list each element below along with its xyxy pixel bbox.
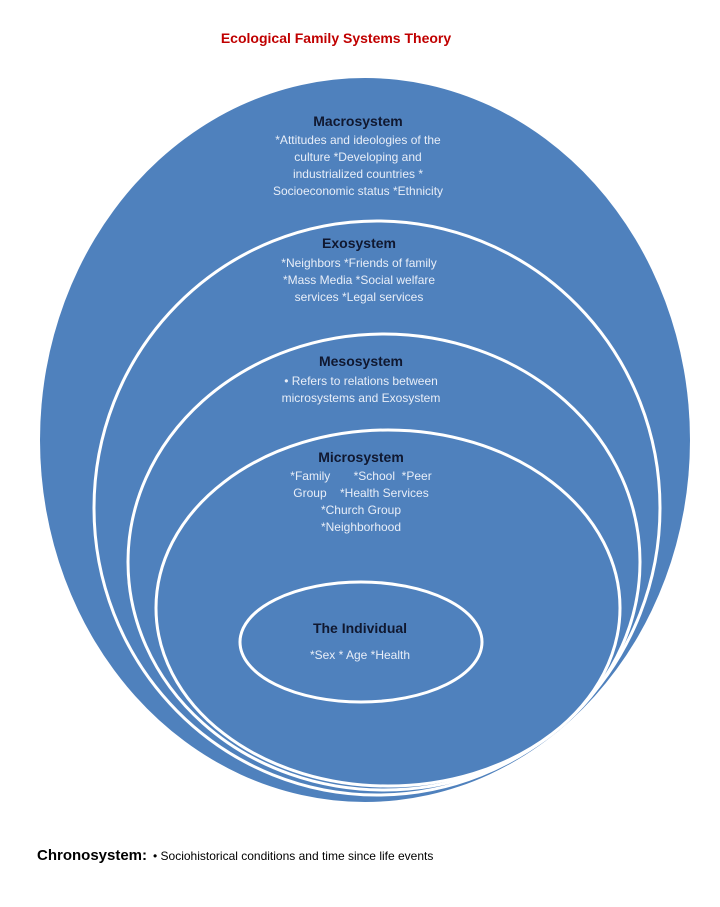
- system-text: *Church Group: [321, 503, 401, 517]
- individual-label: The Individual *Sex * Age *Health: [310, 620, 410, 662]
- system-text: Group *Health Services: [293, 486, 428, 500]
- system-text: services *Legal services: [295, 290, 424, 304]
- diagram-title: Ecological Family Systems Theory: [221, 30, 452, 46]
- system-text: *Neighbors *Friends of family: [281, 256, 436, 270]
- system-text: *Attitudes and ideologies of the: [275, 133, 441, 147]
- system-text: Socioeconomic status *Ethnicity: [273, 184, 443, 198]
- chronosystem-label: Chronosystem:: [37, 847, 147, 864]
- macrosystem-label: Macrosystem *Attitudes and ideologies of…: [273, 113, 443, 198]
- individual-ellipse: [238, 580, 484, 704]
- system-title: The Individual: [313, 620, 407, 636]
- system-title: Exosystem: [322, 235, 396, 251]
- system-text: • Refers to relations between: [284, 374, 438, 388]
- chronosystem-text: • Sociohistorical conditions and time si…: [153, 849, 433, 863]
- system-text: industrialized countries *: [293, 167, 423, 181]
- exosystem-label: Exosystem *Neighbors *Friends of family …: [281, 235, 436, 304]
- system-text: culture *Developing and: [294, 150, 421, 164]
- system-title: Microsystem: [318, 449, 404, 465]
- chronosystem-note: Chronosystem: • Sociohistorical conditio…: [37, 847, 433, 864]
- system-text: microsystems and Exosystem: [282, 391, 441, 405]
- mesosystem-label: Mesosystem • Refers to relations between…: [282, 353, 441, 405]
- system-text: *Mass Media *Social welfare: [283, 273, 435, 287]
- microsystem-label: Microsystem *Family *School *Peer Group …: [290, 449, 431, 534]
- system-text: *Neighborhood: [321, 520, 401, 534]
- system-text: *Family *School *Peer: [290, 469, 431, 483]
- system-title: Mesosystem: [319, 353, 403, 369]
- system-title: Macrosystem: [313, 113, 403, 129]
- system-text: *Sex * Age *Health: [310, 648, 410, 662]
